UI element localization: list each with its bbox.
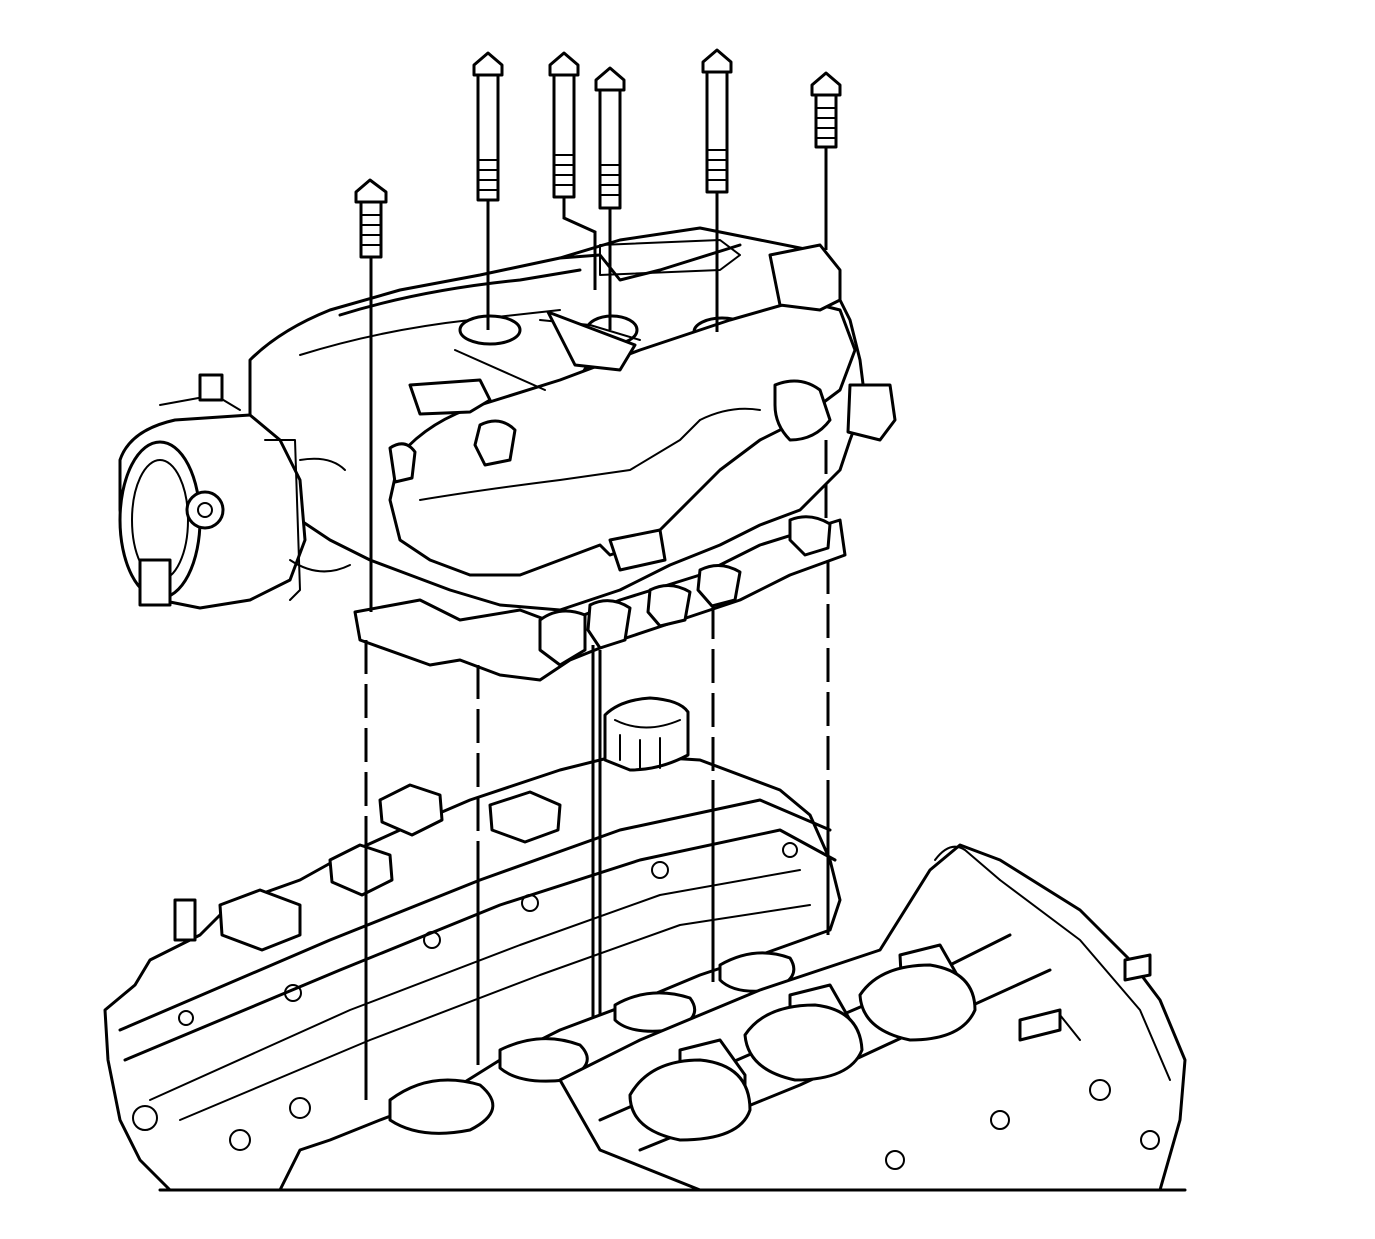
cam-cover (558, 843, 1187, 1192)
alignment-guides (364, 147, 830, 1100)
bolts (354, 48, 842, 259)
bolt-4 (594, 66, 626, 210)
bolt-1 (354, 178, 388, 259)
bolt-2 (472, 51, 504, 202)
bolt-5 (701, 48, 733, 194)
cylinder-head (103, 696, 842, 1192)
throttle-body (118, 373, 351, 610)
intake-manifold (248, 226, 897, 682)
guide-3-upper (562, 197, 597, 290)
oil-filler-cap (603, 696, 690, 772)
ignition-coils (628, 943, 977, 1142)
bolt-6 (810, 71, 842, 149)
bolt-3 (548, 51, 580, 199)
